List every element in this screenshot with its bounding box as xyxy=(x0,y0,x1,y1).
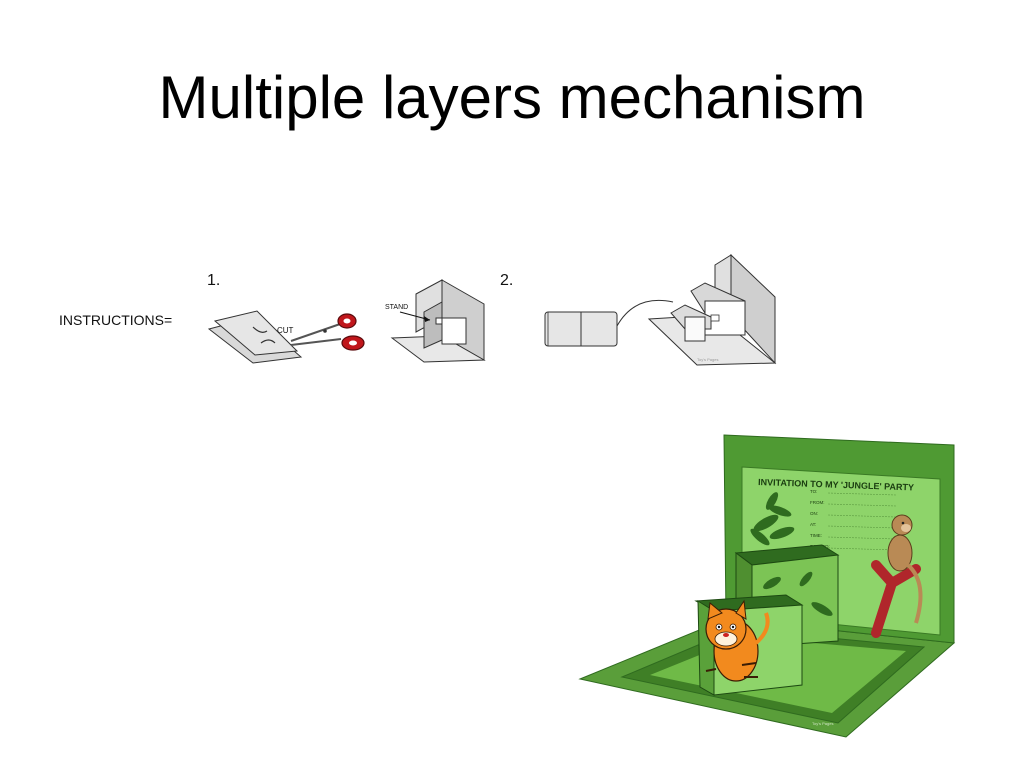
tiger-illustration xyxy=(705,599,770,682)
form-field-to: TO: xyxy=(810,489,817,494)
svg-text:Toy's Pages: Toy's Pages xyxy=(812,721,833,726)
form-field-from: FROM: xyxy=(810,500,825,505)
scissors-icon xyxy=(290,313,365,351)
step-1-stand-diagram: STAND xyxy=(385,279,486,363)
form-field-time: TIME: xyxy=(810,533,822,538)
form-field-on: ON: xyxy=(810,511,818,516)
step-1-cut-diagram: CUT xyxy=(207,310,365,364)
step-1-number: 1. xyxy=(207,272,221,289)
slide-title: Multiple layers mechanism xyxy=(158,64,866,131)
step-2-strip-diagram xyxy=(544,311,618,347)
instructions-label: INSTRUCTIONS= xyxy=(59,312,173,328)
step-2-connector-line xyxy=(616,299,674,327)
form-field-at: AT: xyxy=(810,522,816,527)
jungle-popup-card: INVITATION TO MY 'JUNGLE' PARTY TO: FROM… xyxy=(578,434,956,738)
stand-label: STAND xyxy=(385,304,408,311)
monkey-illustration xyxy=(887,514,923,624)
svg-text:Toy's Pages: Toy's Pages xyxy=(697,357,718,362)
step-2-layers-diagram: Toy's Pages xyxy=(647,253,777,366)
leaf-plant-illustration xyxy=(750,492,795,546)
cut-label: CUT xyxy=(277,326,294,335)
step-2-number: 2. xyxy=(500,272,514,289)
